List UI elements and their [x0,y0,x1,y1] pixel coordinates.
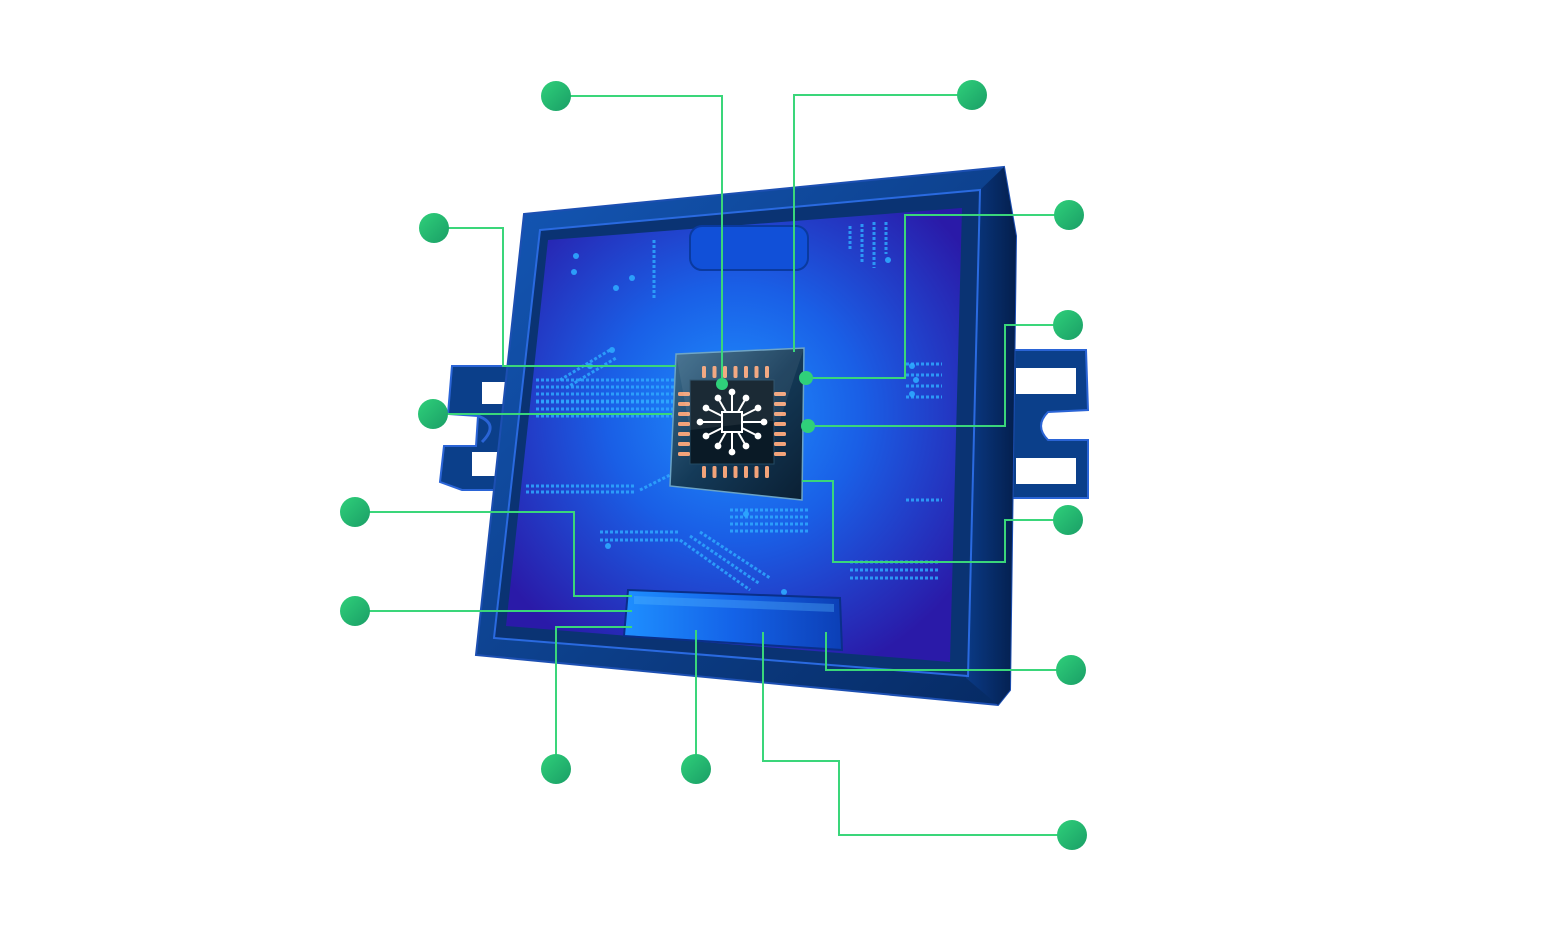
callout-marker [340,497,370,527]
callout-marker [340,596,370,626]
via [909,363,915,369]
callout-marker [1053,310,1083,340]
callout-anchor [801,419,815,433]
callout-marker [1053,505,1083,535]
chip-pin [765,366,769,378]
chip-pin [678,452,690,456]
chip-pin [774,432,786,436]
chip-pins [678,366,786,478]
via [613,285,619,291]
callout-leader-lines [355,94,1072,836]
chip-symbol-node [754,432,762,440]
leader-line [793,94,972,352]
chip-pin [702,466,706,478]
via [743,511,749,517]
chip-pin [754,466,759,478]
chip-pin [765,466,769,478]
chip-pin [723,466,727,478]
chip-pin [678,422,690,426]
chip-pin [754,366,759,378]
via [573,253,579,259]
chip-pin [712,366,717,378]
chip-pin [774,392,786,396]
leader-line [806,214,1068,379]
chip-pin [678,442,690,446]
via [605,543,611,549]
callout-marker [1056,655,1086,685]
leader-line [355,511,632,597]
chip-icon [669,347,805,501]
chip-symbol-node [742,394,750,402]
chip-symbol-node [742,442,750,450]
chip-pin [678,402,690,406]
callout-anchor [716,378,728,390]
callout-marker [418,399,448,429]
bottom-connector [622,588,844,652]
via [781,589,787,595]
chip-pin [678,432,690,436]
chip-symbol-node [754,404,762,412]
chip-symbol-node [702,432,710,440]
callout-marker [541,81,571,111]
via [909,391,915,397]
chip-symbol-node [714,394,722,402]
chip-symbol-node [696,418,704,426]
chip-symbol-node [728,448,736,456]
chip-pin [744,366,748,378]
leader-line [434,227,676,367]
via [885,257,891,263]
via [913,377,919,383]
callout-marker [541,754,571,784]
leader-line [825,632,1070,671]
callout-marker [681,754,711,784]
chip-pin [723,366,727,378]
callout-marker [1054,200,1084,230]
leader-line [808,324,1068,427]
chip-pin [712,466,717,478]
callout-anchor [799,371,813,385]
callout-marker [1057,820,1087,850]
circuit-trace-icon [639,470,677,492]
chip-symbol-node [702,404,710,412]
circuit-trace-icon [699,530,771,580]
chip-pin [733,466,738,478]
leader-line [802,480,1068,563]
circuit-trace-icon [689,534,761,586]
via [629,275,635,281]
chip-symbol-icon [696,388,768,456]
callout-marker [419,213,449,243]
chip-pin [733,366,738,378]
top-connector-slot [689,225,809,271]
callout-markers [340,80,1087,850]
chip-pin [774,412,786,416]
chip-pin [774,452,786,456]
leader-line [555,626,632,769]
chip-pin [702,366,706,378]
chip-symbol-node [714,442,722,450]
chip-pin [774,402,786,406]
chip-pin [774,442,786,446]
via [571,269,577,275]
callout-marker [957,80,987,110]
leader-line [556,95,723,384]
chip-pin [774,422,786,426]
leader-line [762,632,1072,836]
right-mounting-tab [1003,349,1090,499]
chip-pin [744,466,748,478]
chip-pin [678,412,690,416]
chip-symbol-node [760,418,768,426]
chip-symbol-node [728,388,736,396]
circuit-traces [526,222,942,595]
chip-pin [678,392,690,396]
via [609,347,615,353]
circuit-trace-icon [679,538,751,592]
